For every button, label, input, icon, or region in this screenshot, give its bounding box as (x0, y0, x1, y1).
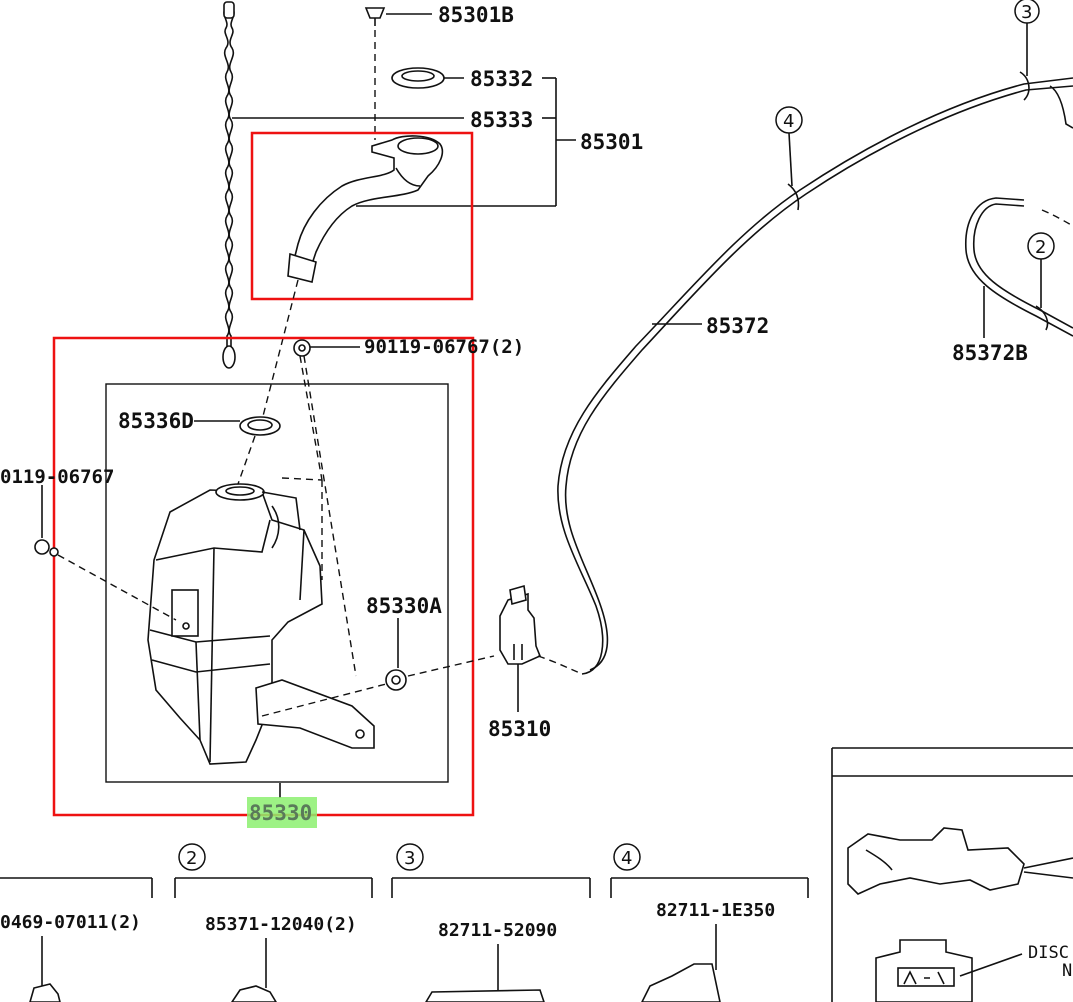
svg-text:2: 2 (186, 848, 197, 869)
label-85332: 85332 (470, 67, 533, 91)
bolt-0119-06767 (34, 485, 59, 557)
label-85333: 85333 (470, 108, 533, 132)
label-85310: 85310 (488, 717, 551, 741)
label-85372: 85372 (706, 314, 769, 338)
washer-tank-85330 (147, 483, 323, 765)
svg-text:3: 3 (404, 848, 415, 869)
level-gauge (222, 1, 236, 369)
bottom-bracket-col4 (610, 877, 809, 898)
svg-text:3: 3 (1021, 2, 1032, 23)
label-0469-07011-2: 0469-07011(2) (0, 912, 141, 933)
highlight-label-85330 (247, 797, 317, 828)
label-0119-06767: 0119-06767 (0, 466, 114, 488)
label-85371-12040-2: 85371-12040(2) (205, 914, 357, 935)
ref-circle-4-top: 4 (775, 106, 803, 187)
label-85301B: 85301B (438, 3, 514, 27)
tank-assembly-frame (105, 383, 449, 783)
hose-85372B (965, 85, 1073, 338)
ref-circle-2-top: 2 (1027, 232, 1055, 308)
clip-82711-52090 (425, 989, 545, 1002)
clip-85301B (364, 7, 432, 26)
cap-85332 (391, 67, 464, 89)
grommet-85330A (385, 618, 407, 691)
ref-circle-3-top: 3 (1014, 0, 1040, 76)
filler-inlet-85301 (287, 135, 444, 283)
svg-text:2: 2 (1035, 237, 1046, 258)
label-85330: 85330 (249, 801, 312, 825)
label-90119-06767-2: 90119-06767(2) (364, 336, 524, 358)
washer-pump-85310 (499, 584, 542, 712)
label-85372B: 85372B (952, 341, 1028, 365)
bracket-85301 (356, 77, 576, 207)
label-82711-52090: 82711-52090 (438, 920, 557, 941)
bottom-bracket-col2 (174, 877, 373, 898)
bottom-bracket-col3 (391, 877, 591, 898)
label-85301: 85301 (580, 130, 643, 154)
bolt-90119-06767 (293, 339, 360, 357)
clip-0469-07011 (29, 983, 61, 1002)
label-85336D: 85336D (118, 409, 194, 433)
label-disc-n: N (1062, 961, 1072, 981)
clip-82711-1E350 (641, 963, 721, 1002)
ref-circle-2-bottom: 2 (178, 843, 206, 871)
label-85330A: 85330A (366, 594, 442, 618)
inset-panel (831, 747, 1073, 1002)
label-82711-1E350: 82711-1E350 (656, 900, 775, 921)
hose-85372 (537, 71, 1073, 675)
svg-text:4: 4 (783, 111, 794, 132)
gasket-85336D (194, 416, 281, 436)
ref-circle-3-bottom: 3 (396, 843, 424, 871)
tank-bracket (255, 679, 375, 749)
ref-circle-4-bottom: 4 (613, 843, 641, 871)
highlight-box-inlet (250, 131, 474, 301)
svg-text:4: 4 (621, 848, 632, 869)
label-disc: DISC (1028, 943, 1069, 963)
bottom-bracket-col1 (0, 877, 153, 898)
clamp-85371-12040 (231, 985, 277, 1002)
